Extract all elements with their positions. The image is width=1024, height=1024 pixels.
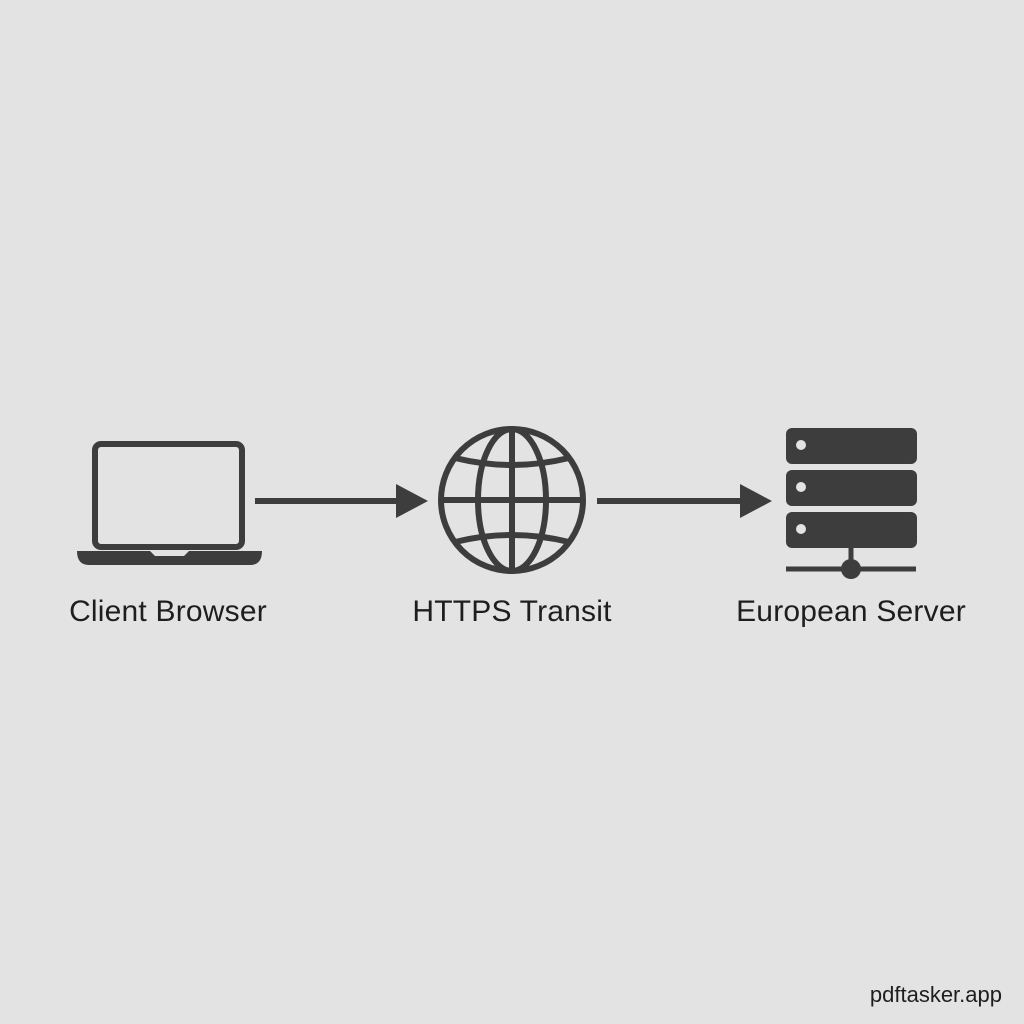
european-server-label: European Server [736, 595, 966, 628]
client-browser-label: Client Browser [69, 595, 267, 628]
server-rack-icon [786, 428, 917, 579]
globe-icon [438, 426, 586, 574]
watermark: pdftasker.app [869, 982, 1002, 1007]
arrow-https-to-server [597, 484, 772, 518]
arrow-client-to-https [255, 484, 428, 518]
laptop-icon [77, 441, 262, 565]
https-transit-label: HTTPS Transit [412, 595, 612, 628]
